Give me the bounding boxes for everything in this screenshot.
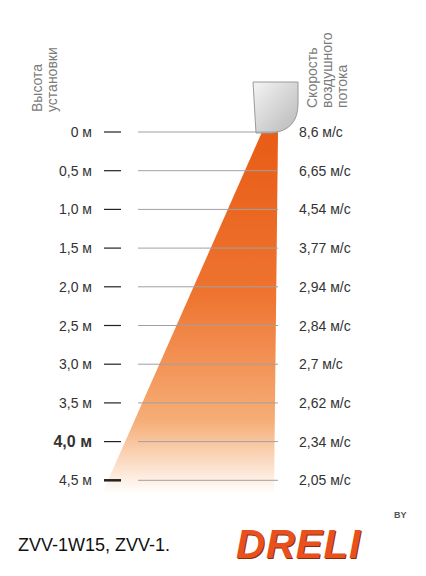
tick-mark	[104, 402, 121, 403]
height-label: 4,0 м	[20, 433, 92, 451]
tick-mark	[104, 325, 121, 326]
axis-title: Скорость воздушного потока	[305, 13, 350, 108]
level-line	[138, 209, 278, 210]
speed-label: 2,62 м/с	[299, 394, 351, 412]
speed-label: 6,65 м/с	[299, 162, 351, 180]
air-flow-cone	[102, 132, 278, 494]
level-line	[138, 248, 278, 249]
tick-mark	[104, 209, 121, 210]
tick-mark	[104, 248, 121, 249]
height-label: 4,5 м	[20, 471, 92, 489]
tick-mark	[104, 286, 121, 287]
level-line	[138, 402, 278, 403]
speed-label: 2,94 м/с	[299, 278, 351, 296]
speed-label: 3,77 м/с	[299, 239, 351, 257]
axis-title: Высота установки	[30, 12, 60, 112]
tick-mark	[104, 479, 121, 482]
model-name: ZVV-1W15, ZVV-1.	[18, 536, 170, 554]
height-label: 0,5 м	[20, 162, 92, 180]
watermark-logo: DRELI	[236, 522, 361, 566]
speed-label: 2,7 м/с	[299, 355, 343, 373]
height-label: 2,5 м	[20, 317, 92, 335]
speed-label: 8,6 м/с	[299, 123, 343, 141]
tick-mark	[104, 441, 121, 442]
height-label: 3,0 м	[20, 355, 92, 373]
level-line	[138, 480, 278, 481]
grid-lines	[104, 132, 278, 480]
height-label: 0 м	[20, 123, 92, 141]
height-label: 1,5 м	[20, 239, 92, 257]
level-line	[138, 286, 278, 287]
level-line	[138, 132, 278, 133]
level-line	[138, 325, 278, 326]
height-label: 3,5 м	[20, 394, 92, 412]
level-line	[138, 364, 278, 365]
height-label: 2,0 м	[20, 278, 92, 296]
level-line	[138, 170, 278, 171]
level-line	[138, 441, 278, 442]
tick-mark	[104, 170, 121, 171]
tick-mark	[104, 364, 121, 365]
tick-mark	[104, 131, 121, 132]
heater-unit	[253, 82, 298, 133]
height-label: 1,0 м	[20, 200, 92, 218]
speed-label: 2,84 м/с	[299, 317, 351, 335]
watermark-logo: BY	[394, 506, 407, 524]
speed-label: 2,34 м/с	[299, 433, 351, 451]
speed-label: 4,54 м/с	[299, 200, 351, 218]
speed-label: 2,05 м/с	[299, 471, 351, 489]
